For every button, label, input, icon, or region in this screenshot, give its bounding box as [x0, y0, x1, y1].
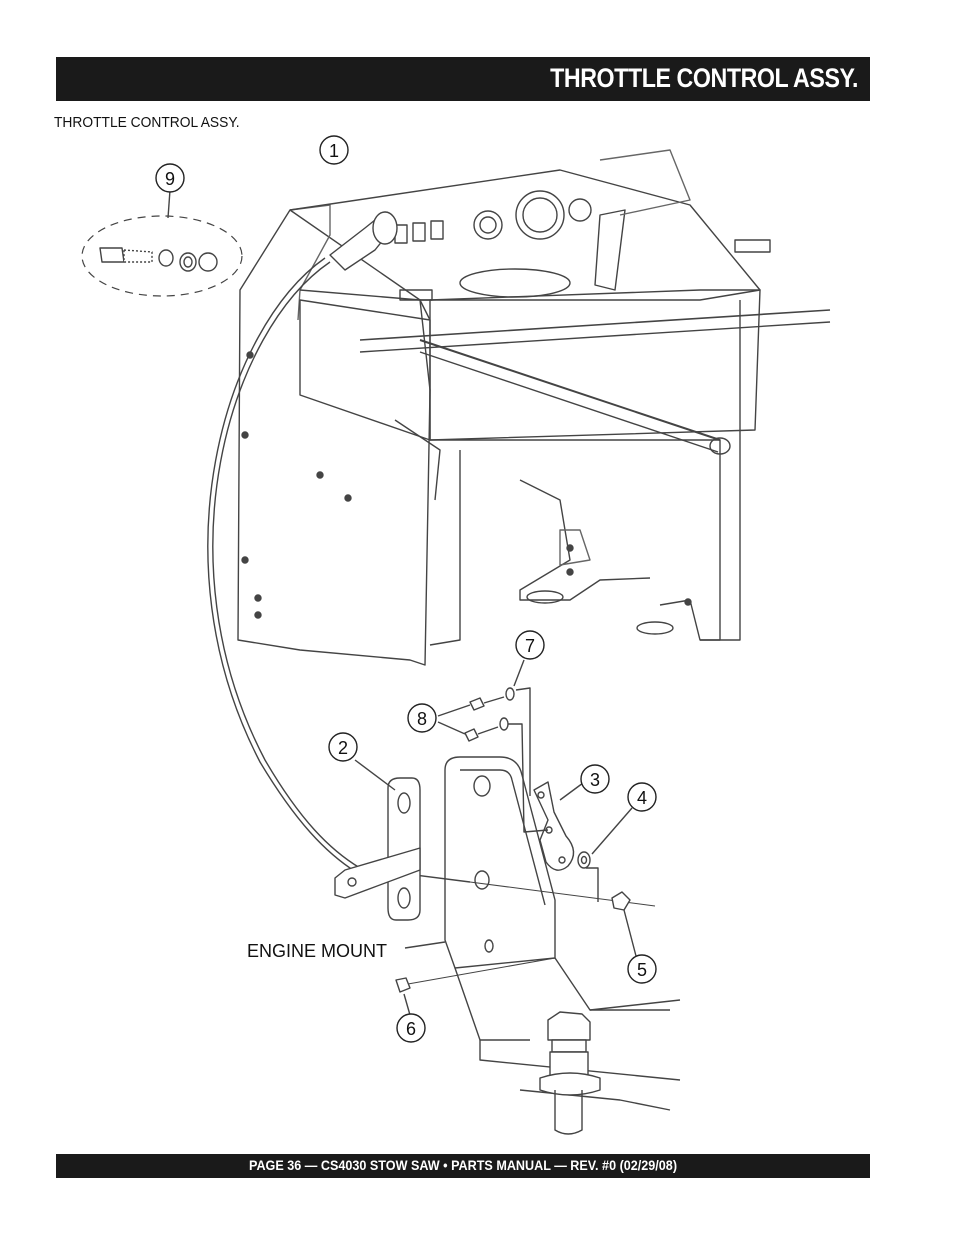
engine-mount-label: ENGINE MOUNT	[247, 941, 387, 961]
callout-9	[155, 163, 185, 193]
callout-2-number: 2	[338, 738, 348, 758]
part-2-bracket	[334, 759, 421, 921]
header-bar: THROTTLE CONTROL ASSY.	[56, 57, 870, 101]
part-9-detail	[81, 189, 243, 297]
callout-7	[515, 630, 545, 660]
callout-9-number: 9	[165, 169, 175, 189]
callout-3-number: 3	[590, 770, 600, 790]
callout-8-number: 8	[417, 709, 427, 729]
callout-3	[580, 764, 610, 794]
callout-2	[328, 732, 358, 762]
callout-7-number: 7	[525, 636, 535, 656]
callout-1-number: 1	[329, 141, 339, 161]
callout-4	[627, 782, 657, 812]
parts-7-8-hardware	[437, 659, 549, 833]
callout-4-number: 4	[637, 788, 647, 808]
callout-1	[319, 135, 349, 165]
footer-text: PAGE 36 — CS4030 STOW SAW • PARTS MANUAL…	[248, 1157, 678, 1173]
saw-frame-illustration	[237, 149, 831, 666]
callout-8	[407, 703, 437, 733]
section-subtitle: THROTTLE CONTROL ASSY.	[54, 114, 240, 131]
callout-6-number: 6	[406, 1019, 416, 1039]
footer-bar: PAGE 36 — CS4030 STOW SAW • PARTS MANUAL…	[56, 1154, 870, 1178]
callout-6	[396, 1013, 426, 1043]
callout-5	[627, 954, 657, 984]
part-5-swivel	[611, 891, 637, 957]
part-6-screw	[395, 957, 556, 1016]
throttle-cable	[207, 211, 656, 907]
part-4-washer	[577, 807, 633, 902]
mount-bolt-stack	[539, 1011, 601, 1135]
page-title: THROTTLE CONTROL ASSY.	[550, 63, 858, 93]
part-3-bracket	[533, 781, 584, 871]
callout-5-number: 5	[637, 960, 647, 980]
